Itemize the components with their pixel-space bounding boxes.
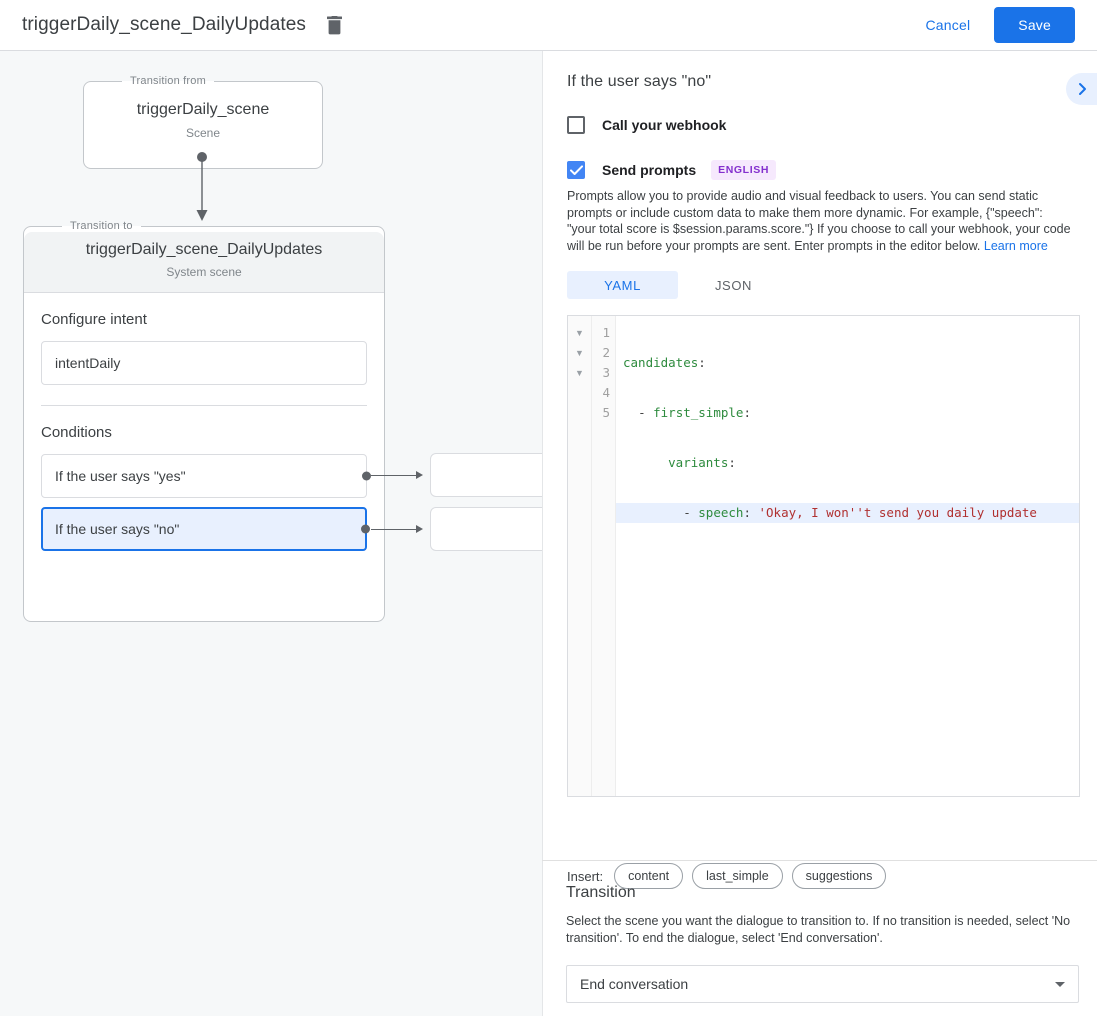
intent-field[interactable]: intentDaily xyxy=(41,341,367,385)
configure-intent-title: Configure intent xyxy=(41,311,147,328)
target-node-no[interactable] xyxy=(430,507,542,551)
fold-toggle[interactable]: ▼ xyxy=(575,328,584,338)
flow-canvas[interactable]: Transition from triggerDaily_scene Scene… xyxy=(0,51,542,1016)
yaml-punct: : xyxy=(743,405,751,420)
target-node-yes[interactable] xyxy=(430,453,542,497)
edge-line-yes xyxy=(371,475,417,476)
yaml-punct: : xyxy=(698,355,706,370)
editor-line-numbers: 1 2 3 4 5 xyxy=(592,316,616,796)
yaml-key: speech xyxy=(698,505,744,520)
fold-toggle xyxy=(568,383,591,403)
top-app-bar: triggerDaily_scene_DailyUpdates Cancel S… xyxy=(0,0,1097,51)
section-divider xyxy=(41,405,367,406)
editor-code-area[interactable]: candidates: - first_simple: variants: - … xyxy=(616,316,1079,796)
yaml-punct: : xyxy=(743,505,751,520)
editor-format-tabs: YAML JSON xyxy=(567,271,1097,299)
flow-connector-arrow xyxy=(196,152,208,221)
transition-to-header: triggerDaily_scene_DailyUpdates System s… xyxy=(24,232,384,293)
transition-description: Select the scene you want the dialogue t… xyxy=(566,914,1071,945)
chevron-down-icon xyxy=(1055,981,1065,987)
code-line: - first_simple: xyxy=(638,405,751,420)
cancel-button[interactable]: Cancel xyxy=(914,8,983,42)
line-number: 2 xyxy=(602,345,610,360)
transition-from-legend: Transition from xyxy=(130,75,206,87)
insert-chips-row: Insert: content last_simple suggestions xyxy=(567,863,895,889)
conditions-section: Conditions If the user says "yes" If the… xyxy=(24,406,384,551)
details-panel: If the user says "no" Call your webhook … xyxy=(542,51,1097,1016)
chevron-right-icon[interactable] xyxy=(1066,73,1097,105)
transition-from-name: triggerDaily_scene xyxy=(136,101,270,118)
prompts-description-text: Prompts allow you to provide audio and v… xyxy=(567,189,1071,253)
transition-to-legend: Transition to xyxy=(70,220,133,232)
code-line-active: - speech: 'Okay, I won''t send you daily… xyxy=(616,503,1079,523)
yaml-key: candidates xyxy=(623,355,699,370)
transition-select-value: End conversation xyxy=(580,976,689,992)
code-line: variants: xyxy=(616,453,1079,473)
prompts-description: Prompts allow you to provide audio and v… xyxy=(543,180,1097,254)
condition-label: If the user says "yes" xyxy=(55,468,186,484)
condition-label: If the user says "no" xyxy=(55,521,180,537)
yaml-string: 'Okay, I won''t send you daily update xyxy=(750,505,1037,520)
send-prompts-label: Send prompts xyxy=(602,162,697,178)
edge-arrow-no xyxy=(416,525,423,533)
condition-item-yes[interactable]: If the user says "yes" xyxy=(41,454,371,498)
tab-json[interactable]: JSON xyxy=(714,277,753,293)
tab-yaml[interactable]: YAML xyxy=(567,271,678,299)
language-badge: ENGLISH xyxy=(711,160,776,180)
yaml-key: variants xyxy=(668,455,729,470)
line-number: 4 xyxy=(602,385,610,400)
fold-toggle[interactable]: ▼ xyxy=(575,368,584,378)
insert-label: Insert: xyxy=(567,868,604,884)
save-button[interactable]: Save xyxy=(994,7,1075,43)
edge-line-no xyxy=(371,529,417,530)
insert-chip-content[interactable]: content xyxy=(614,863,684,889)
transition-to-name: triggerDaily_scene_DailyUpdates xyxy=(85,241,323,258)
code-line xyxy=(616,553,1079,573)
transition-to-node[interactable]: Transition to triggerDaily_scene_DailyUp… xyxy=(23,220,385,622)
send-prompts-checkbox-row[interactable]: Send prompts ENGLISH xyxy=(543,160,1097,180)
conditions-title: Conditions xyxy=(41,424,112,441)
transition-section: Transition Select the scene you want the… xyxy=(566,884,1079,1003)
fold-toggle[interactable]: ▼ xyxy=(575,348,584,358)
webhook-checkbox[interactable] xyxy=(567,116,585,134)
transition-select[interactable]: End conversation xyxy=(566,965,1079,1003)
trash-icon[interactable] xyxy=(322,13,346,37)
transition-title: Transition xyxy=(566,884,636,901)
condition-item-no[interactable]: If the user says "no" xyxy=(41,507,370,551)
fold-toggle xyxy=(568,403,591,423)
yaml-punct: : xyxy=(728,455,736,470)
transition-to-subtitle: System scene xyxy=(166,265,242,279)
yaml-key: first_simple xyxy=(653,405,744,420)
insert-chip-last-simple[interactable]: last_simple xyxy=(692,863,783,889)
webhook-checkbox-row[interactable]: Call your webhook xyxy=(543,116,1097,134)
editor-fold-column: ▼ ▼ ▼ xyxy=(568,316,592,796)
line-number: 3 xyxy=(602,365,610,380)
insert-chip-suggestions[interactable]: suggestions xyxy=(791,863,887,889)
send-prompts-checkbox[interactable] xyxy=(567,161,585,179)
line-number: 1 xyxy=(602,325,610,340)
condition-port-dot xyxy=(362,471,371,481)
edge-arrow-yes xyxy=(416,471,423,479)
condition-port-dot xyxy=(361,524,370,534)
code-line: candidates: xyxy=(616,353,1079,373)
page-title: triggerDaily_scene_DailyUpdates xyxy=(22,14,307,35)
learn-more-link[interactable]: Learn more xyxy=(983,238,1048,253)
panel-section-divider xyxy=(542,860,1097,861)
line-number: 5 xyxy=(602,405,610,420)
configure-intent-section: Configure intent intentDaily xyxy=(24,293,384,406)
code-editor[interactable]: ▼ ▼ ▼ 1 2 3 4 5 candidates: - first_simp… xyxy=(567,315,1080,797)
panel-title: If the user says "no" xyxy=(567,73,712,90)
transition-from-subtitle: Scene xyxy=(185,126,221,140)
webhook-label: Call your webhook xyxy=(602,117,727,133)
transition-from-body: triggerDaily_scene Scene xyxy=(84,87,322,140)
panel-header: If the user says "no" xyxy=(543,51,1097,91)
